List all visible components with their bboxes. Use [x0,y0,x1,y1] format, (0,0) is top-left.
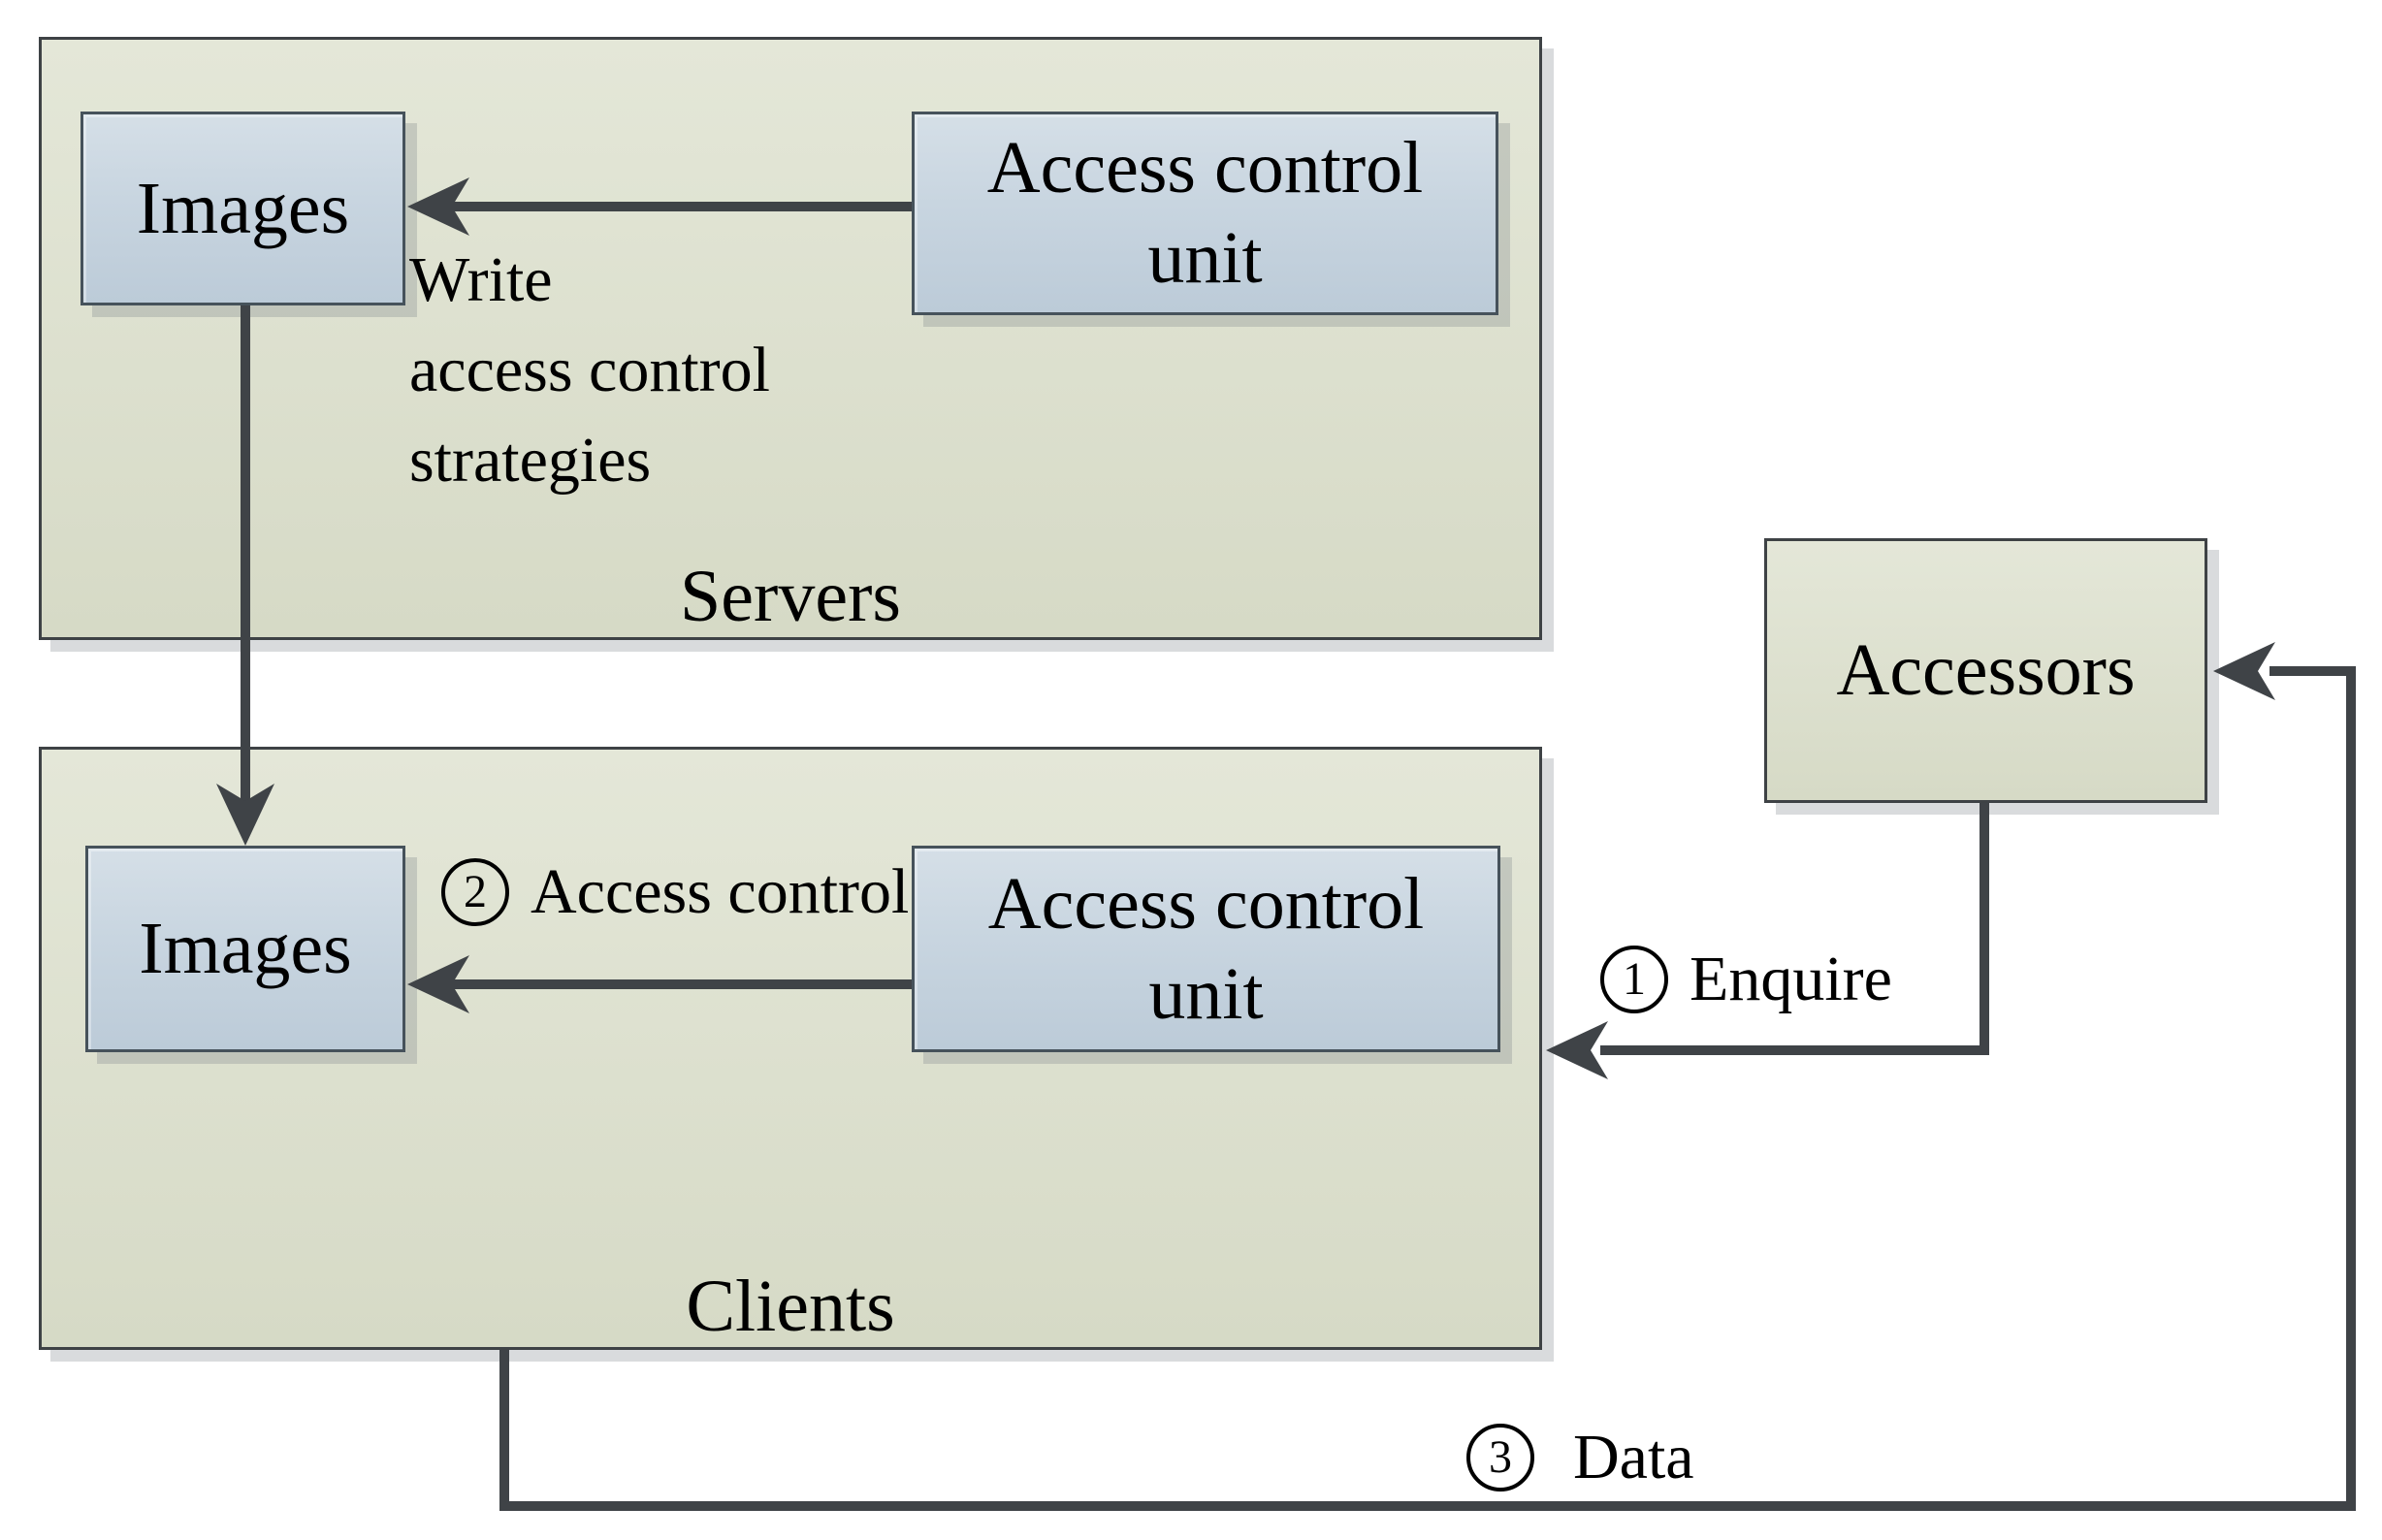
circled-3-icon: 3 [1466,1424,1534,1492]
accessors-box-label: Accessors [1836,629,2136,711]
write-strategies-note-line1: Write [409,244,553,315]
accessors-box: Accessors [1764,538,2207,803]
acu-box-clients: Access control unit [912,846,1500,1052]
access-control-label-text: Access control [531,856,910,927]
data-label-text: Data [1573,1422,1694,1492]
acu-box-clients-label: Access control unit [987,862,1425,1035]
images-box-clients: Images [85,846,405,1052]
enquire-label-text: Enquire [1690,944,1892,1014]
write-strategies-note-line3: strategies [409,425,652,496]
servers-section-title: Servers [680,556,901,637]
arrowhead-left-icon [1546,1021,1608,1079]
enquire-label: 1 Enquire [1600,946,1892,1013]
acu-box-servers-label: Access control unit [986,127,1424,299]
write-strategies-note: Write access control strategies [409,235,770,505]
access-control-label: 2 Access control [441,858,909,926]
acu-box-servers: Access control unit [912,112,1498,315]
write-strategies-note-line2: access control [409,335,770,405]
images-box-clients-label: Images [139,908,352,989]
images-box-servers-label: Images [136,167,350,249]
clients-section-title: Clients [686,1266,895,1347]
circled-1-icon: 1 [1600,946,1668,1013]
arrowhead-left-icon [2213,642,2275,700]
data-label: 3 Data [1466,1424,1694,1492]
images-box-servers: Images [80,112,405,305]
circled-2-icon: 2 [441,858,509,926]
